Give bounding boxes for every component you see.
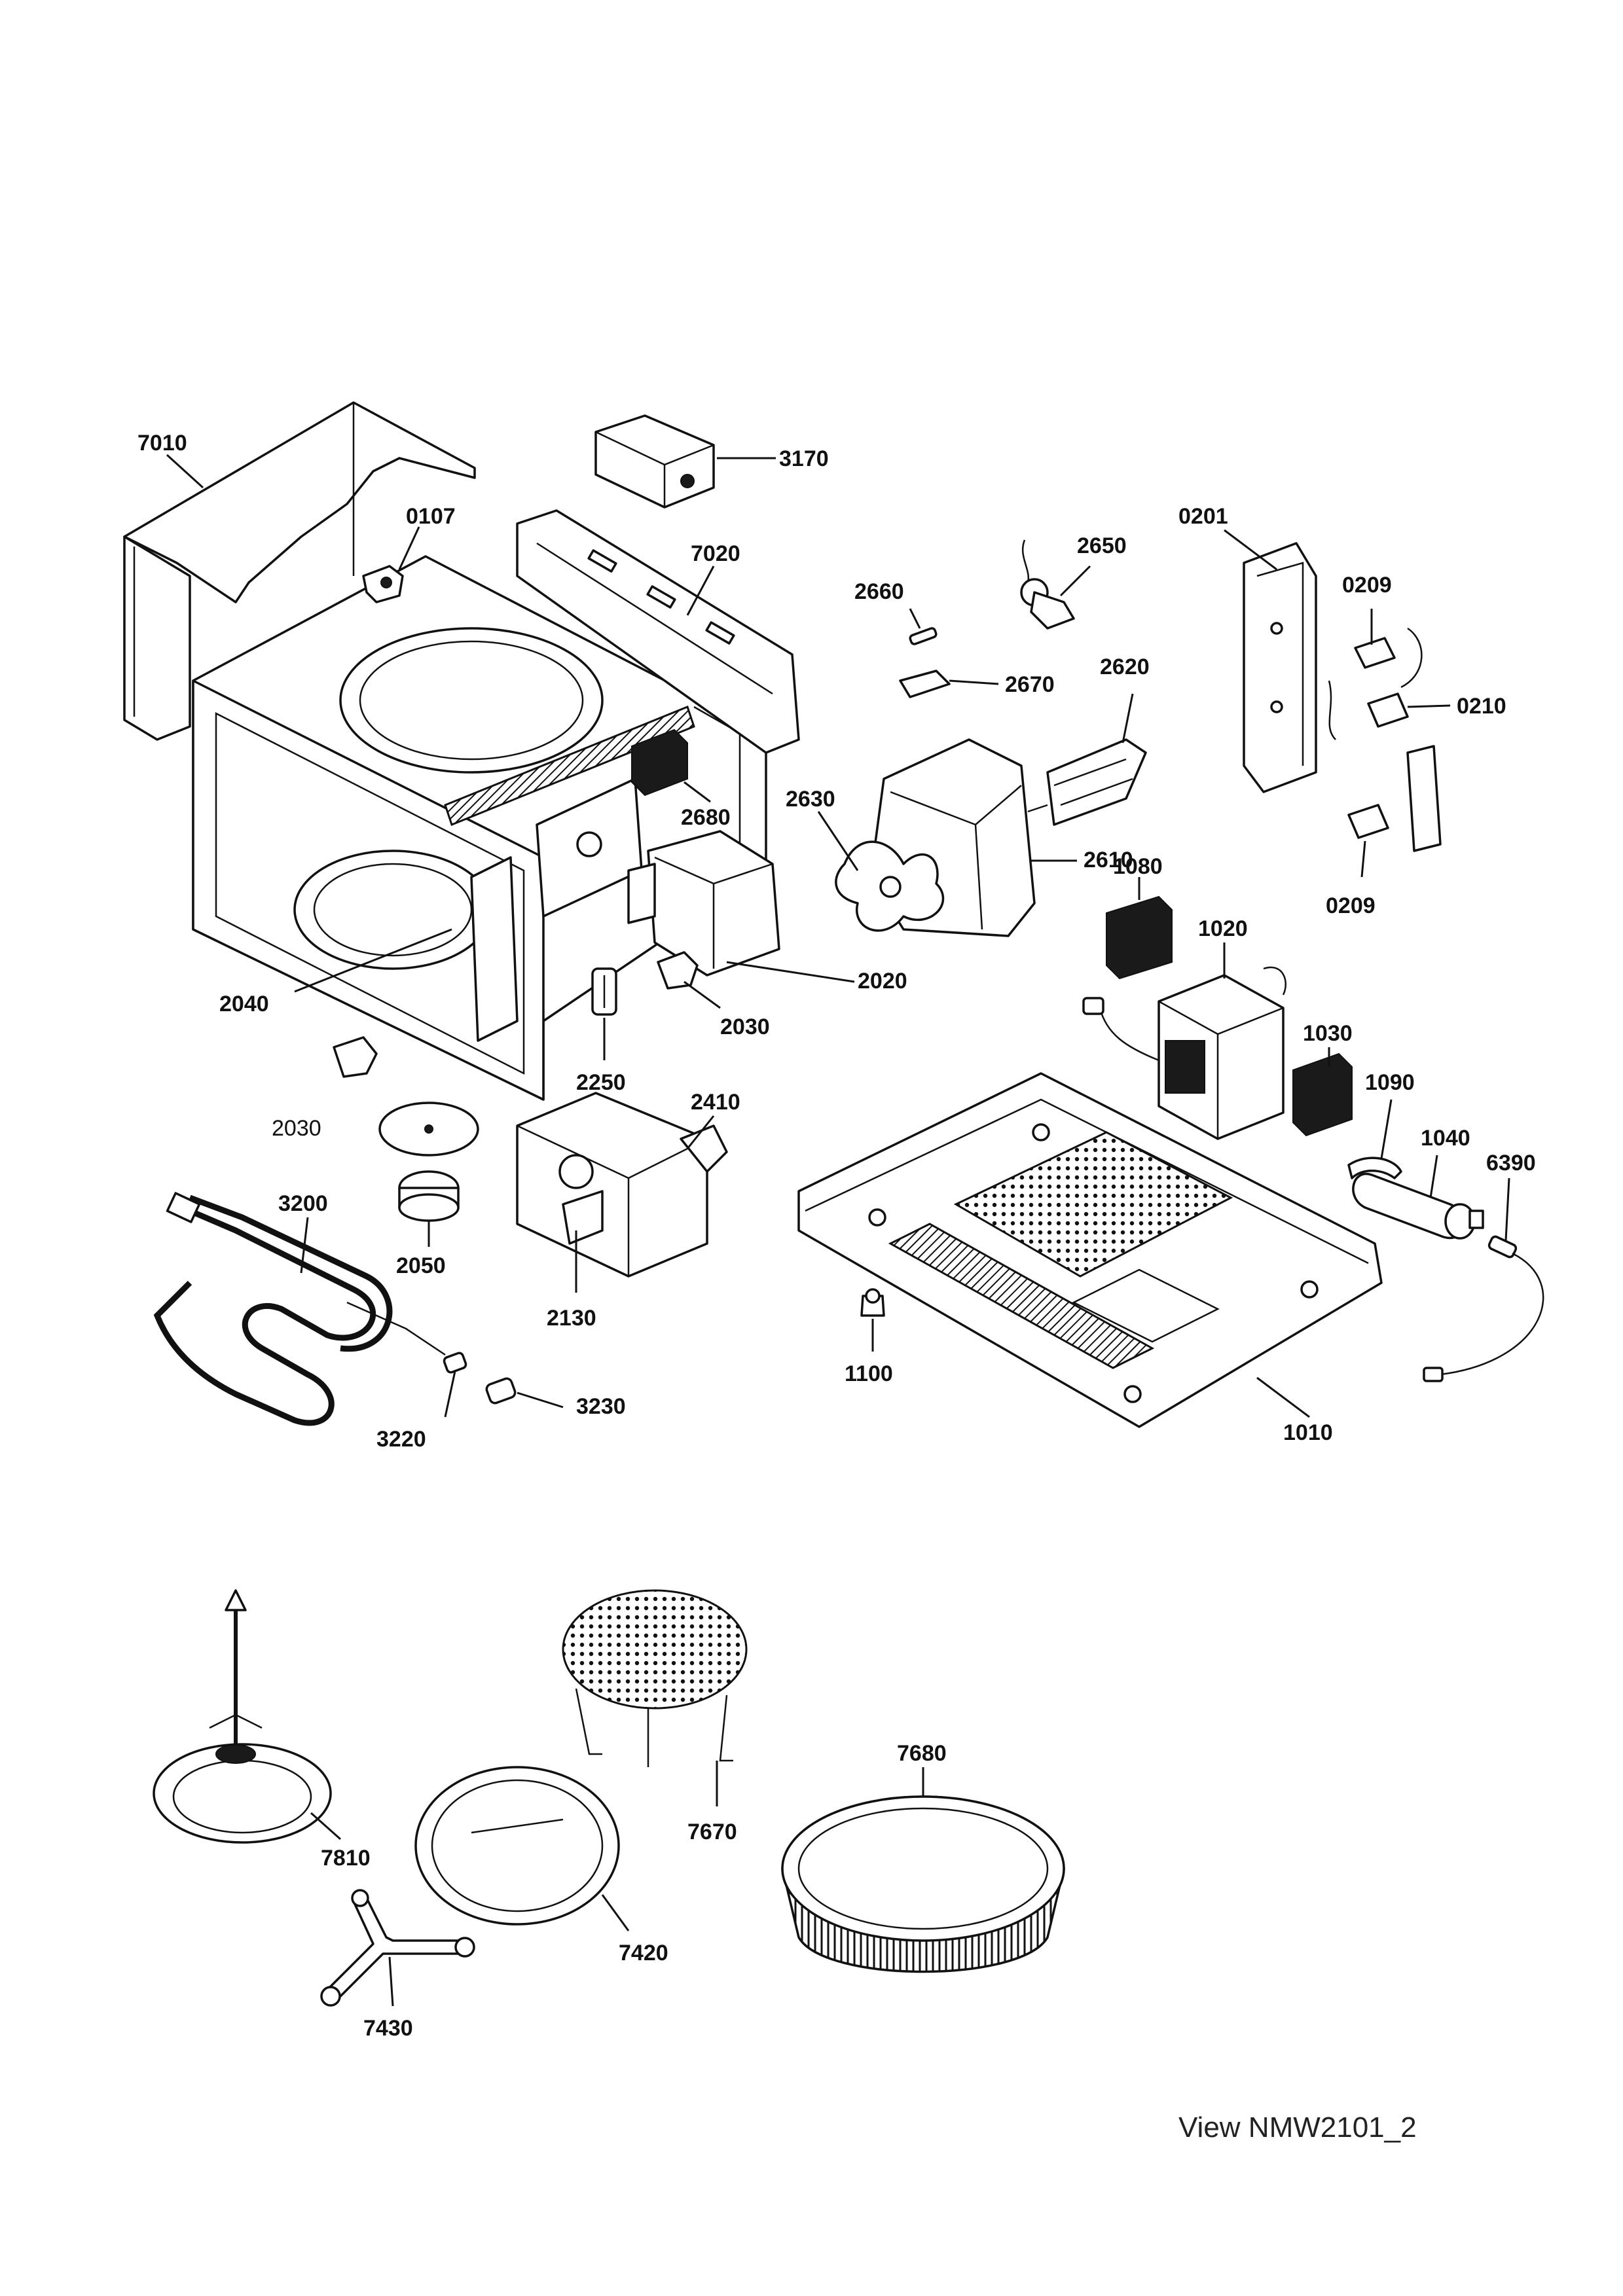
rotisserie-7810-part: [153, 1589, 332, 1844]
label-1040: 1040: [1421, 1126, 1470, 1151]
label-2250: 2250: [576, 1070, 626, 1095]
label-3200: 3200: [278, 1191, 328, 1216]
label-1090: 1090: [1365, 1070, 1415, 1095]
label-2030-upper: 2030: [720, 1014, 770, 1039]
view-caption: View NMW2101_2: [1178, 2111, 1417, 2144]
relay-2680-part: [631, 728, 688, 797]
clip-2670-part: [899, 670, 951, 698]
roller-support-7430-part: [320, 1889, 475, 2007]
label-1010: 1010: [1283, 1420, 1333, 1445]
label-7420: 7420: [619, 1941, 668, 1965]
leader-lines: [166, 454, 1510, 2007]
label-7670: 7670: [687, 1820, 737, 1844]
label-0107: 0107: [406, 504, 456, 529]
switch-0209-lower-part: [1347, 745, 1442, 852]
label-1100: 1100: [845, 1361, 893, 1386]
label-1030: 1030: [1303, 1021, 1353, 1046]
magnetron-2020-part: [627, 830, 780, 977]
label-0209-upper: 0209: [1342, 573, 1392, 598]
pin-2660-part: [909, 627, 938, 645]
label-3220: 3220: [376, 1427, 426, 1452]
label-2660: 2660: [854, 579, 904, 604]
base-plate-1010-part: [797, 1072, 1383, 1428]
label-0209-lower: 0209: [1326, 893, 1376, 918]
rack-7670-part: [562, 1589, 748, 1767]
label-3170: 3170: [779, 446, 829, 471]
baking-tin-7680-part: [781, 1795, 1065, 1973]
plug-2650-part: [1020, 539, 1075, 630]
outer-cover-part: [123, 401, 476, 741]
label-3230: 3230: [576, 1394, 626, 1419]
label-7810: 7810: [321, 1846, 371, 1871]
waveguide-2410-part: [516, 1092, 728, 1278]
glass-turntable-7420-part: [414, 1766, 620, 1926]
turntable-motor-2050-part: [378, 1102, 479, 1222]
switch-0209-upper-part: [1328, 637, 1396, 740]
diode-6390-part: [1423, 1235, 1544, 1382]
heating-element-3200-part: [153, 1192, 446, 1426]
capacitor-1040-part: [1352, 1172, 1484, 1240]
label-2630: 2630: [786, 787, 835, 812]
foot-1100-part: [860, 1288, 885, 1317]
label-0210: 0210: [1457, 694, 1506, 719]
label-2680: 2680: [681, 805, 731, 830]
fan-blade-2630-part: [835, 840, 945, 932]
label-0201: 0201: [1178, 504, 1228, 529]
filter-1030-part: [1292, 1052, 1353, 1137]
clip-2030-upper-part: [657, 951, 699, 990]
switch-bracket-0201-part: [1243, 542, 1317, 793]
clamp-1090-part: [1347, 1157, 1402, 1179]
box-3170-part: [594, 414, 715, 509]
fan-motor-2620-part: [1027, 738, 1147, 826]
label-2020: 2020: [858, 969, 907, 994]
transformer-1020-part: [1082, 966, 1286, 1140]
switch-0210-part: [1367, 627, 1423, 728]
label-2620: 2620: [1100, 655, 1150, 679]
label-2610: 2610: [1084, 848, 1133, 872]
bracket-7020-part: [516, 509, 800, 754]
clip-2030-lower-part: [333, 1036, 378, 1078]
label-6390: 6390: [1486, 1151, 1536, 1175]
fuse-2250-part: [591, 967, 617, 1016]
label-2030-lower: 2030: [272, 1116, 321, 1141]
label-7020: 7020: [691, 541, 740, 566]
label-2410: 2410: [691, 1090, 740, 1115]
latch-0107-part: [362, 565, 404, 603]
label-1020: 1020: [1198, 916, 1248, 941]
oven-cavity-part: [192, 555, 767, 1101]
filter-1080-part: [1106, 895, 1173, 980]
label-7680: 7680: [897, 1741, 947, 1766]
label-7010: 7010: [137, 431, 187, 456]
terminal-3220-part: [443, 1352, 467, 1374]
label-7430: 7430: [363, 2016, 413, 2041]
label-2040: 2040: [219, 992, 269, 1016]
label-2050: 2050: [396, 1253, 446, 1278]
connector-3230-part: [485, 1377, 517, 1405]
label-2670: 2670: [1005, 672, 1055, 697]
label-2130: 2130: [547, 1306, 596, 1331]
label-1080: 1080: [1113, 854, 1163, 879]
label-2650: 2650: [1077, 533, 1127, 558]
part-labels: 7010 0107 3170 7020 0201 2650 2660 0209 …: [137, 431, 1536, 2041]
